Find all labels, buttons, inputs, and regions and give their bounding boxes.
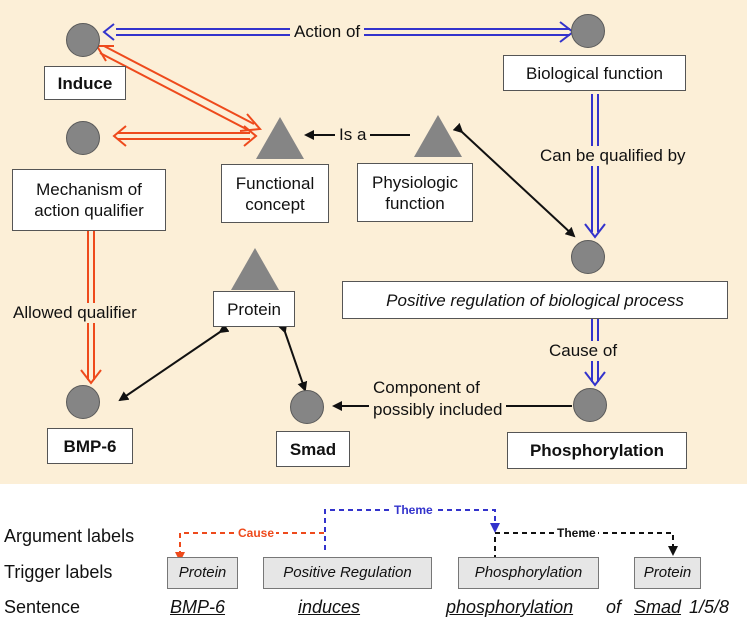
arc-theme-blue xyxy=(324,509,500,550)
argument-theme-blue: Theme xyxy=(392,503,435,517)
trigger-positive-regulation: Positive Regulation xyxy=(263,557,432,589)
cause-of-label: Cause of xyxy=(545,341,622,361)
allowed-qualifier-label: Allowed qualifier xyxy=(9,303,141,323)
sentence-row-label: Sentence xyxy=(4,597,81,617)
trigger-protein-1: Protein xyxy=(167,557,238,589)
argument-theme-black: Theme xyxy=(555,526,598,540)
trigger-phosphorylation: Phosphorylation xyxy=(458,557,599,589)
sentence-word-1-5-8: 1/5/8 xyxy=(689,597,730,617)
edge-protein-smad xyxy=(277,322,308,392)
action-of-label: Action of xyxy=(290,22,365,42)
sentence-word-of: of xyxy=(606,597,622,617)
bmp6-node-circle xyxy=(66,385,100,419)
can-be-qualified-by-label: Can be qualified by xyxy=(536,146,690,166)
bmp6-label: BMP-6 xyxy=(47,428,133,464)
protein-label: Protein xyxy=(213,291,295,327)
mechanism-node-circle xyxy=(66,121,100,155)
smad-label: Smad xyxy=(276,431,350,467)
protein-node-triangle xyxy=(231,248,279,290)
physiologic-function-label: Physiologic function xyxy=(357,163,473,222)
physiologic-function-node-triangle xyxy=(414,115,462,157)
trigger-protein-2: Protein xyxy=(634,557,701,589)
edge-mechanism-functional-concept xyxy=(112,125,258,147)
phosphorylation-label: Phosphorylation xyxy=(507,432,687,469)
functional-concept-node-triangle xyxy=(256,117,304,159)
functional-concept-label: Functional concept xyxy=(221,164,329,223)
component-of-label: Component of possibly included xyxy=(369,377,507,421)
sentence-word-bmp6: BMP-6 xyxy=(170,597,226,617)
smad-node-circle xyxy=(290,390,324,424)
argument-labels-row-label: Argument labels xyxy=(4,526,135,546)
arc-theme-black xyxy=(494,532,678,560)
sentence-word-smad: Smad xyxy=(634,597,682,617)
trigger-labels-row-label: Trigger labels xyxy=(4,562,113,582)
phosphorylation-node-circle xyxy=(573,388,607,422)
edge-physiologic-positive-regulation xyxy=(452,122,576,238)
mechanism-label: Mechanism of action qualifier xyxy=(12,169,166,231)
sentence-word-phosphorylation: phosphorylation xyxy=(446,597,574,617)
arc-cause xyxy=(175,532,326,562)
biological-function-label: Biological function xyxy=(503,55,686,91)
positive-regulation-node-circle xyxy=(571,240,605,274)
positive-regulation-label: Positive regulation of biological proces… xyxy=(342,281,728,319)
argument-cause: Cause xyxy=(236,526,277,540)
induce-label: Induce xyxy=(44,66,126,100)
sentence-word-induces: induces xyxy=(298,597,361,617)
biological-function-node-circle xyxy=(571,14,605,48)
is-a-label: Is a xyxy=(335,125,371,145)
induce-node-circle xyxy=(66,23,100,57)
edge-protein-bmp6 xyxy=(118,323,230,402)
